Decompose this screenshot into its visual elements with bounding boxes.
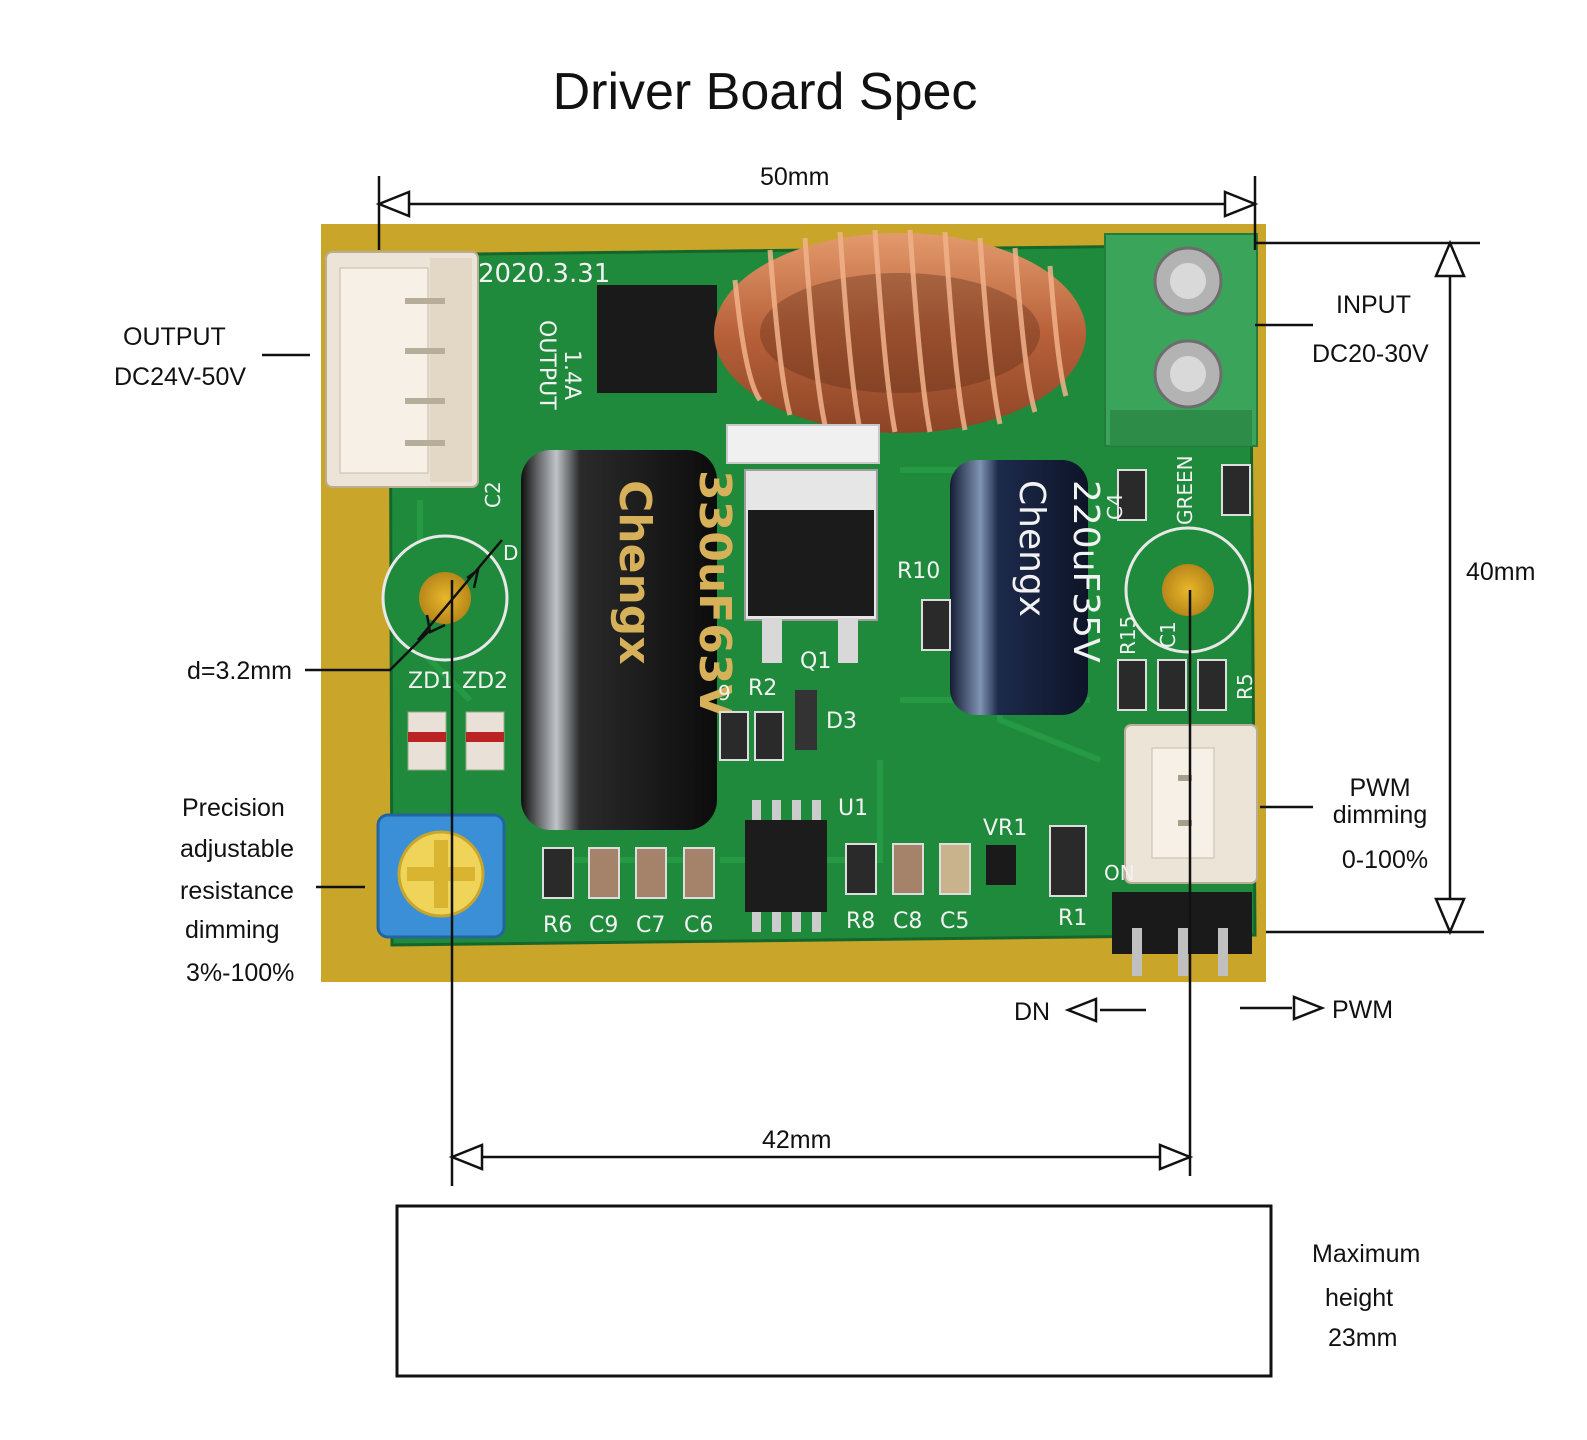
- arrow-dn-head: [1064, 997, 1098, 1023]
- jumper-dn-label: DN: [1014, 998, 1051, 1026]
- dim-42-arrow-right: [1158, 1143, 1194, 1171]
- resistance-dimming-range: 3%-100%: [186, 959, 295, 987]
- silk-on: ON: [1104, 861, 1135, 885]
- silk-rating: 1.4A: [559, 350, 584, 400]
- trim-potentiometer: [376, 813, 506, 939]
- dim-hole-spacing-label: 42mm: [762, 1126, 832, 1154]
- page-title: Driver Board Spec: [552, 63, 978, 121]
- silk-r8: R8: [846, 909, 875, 934]
- mosfet-q1: [744, 469, 878, 663]
- max-height-label-1: Maximum: [1312, 1240, 1421, 1268]
- resistance-dimming-label-3: resistance: [180, 877, 294, 905]
- silk-r6: R6: [543, 913, 572, 938]
- mount-hole-left: [419, 572, 471, 624]
- dim-42-arrow-left: [448, 1143, 484, 1171]
- pwm-dimming-label-2: dimming: [1332, 801, 1428, 829]
- dim-hole-arrow-high: [466, 567, 480, 589]
- arrow-pwm-head: [1292, 995, 1326, 1021]
- cap-small-rating: 220uF35V: [1065, 480, 1106, 663]
- dim-50-arrow-right: [1223, 190, 1259, 218]
- max-height-value: 23mm: [1328, 1324, 1398, 1352]
- resistance-dimming-label-4: dimming: [185, 916, 280, 944]
- silk-r2: R2: [748, 676, 777, 701]
- output-label: OUTPUT: [123, 323, 226, 351]
- silk-r10: R10: [897, 559, 940, 584]
- electrolytic-cap-330uf: 330uF63V Chengx: [521, 450, 740, 830]
- silk-r15: R15: [1116, 616, 1140, 655]
- leader-hole-diameter: [305, 629, 431, 672]
- silk-c9: C9: [589, 913, 618, 938]
- dim-40-arrow-top: [1434, 239, 1466, 278]
- silk-r1: R1: [1058, 906, 1087, 931]
- silk-c1: C1: [1156, 621, 1180, 648]
- cap-big-rating: 330uF63V: [689, 470, 740, 719]
- mount-hole-right: [1162, 564, 1214, 616]
- electrolytic-cap-220uf: 220uF35V Chengx: [950, 460, 1106, 715]
- silk-9: 9: [718, 681, 731, 705]
- output-connector: [325, 251, 479, 488]
- dim-width-label: 50mm: [760, 163, 830, 191]
- dim-50-arrow-left: [375, 190, 411, 218]
- driver-board-photo: 330uF63V Chengx 220uF35V Chengx: [321, 224, 1266, 982]
- toroid-inductor: [714, 229, 1086, 433]
- max-height-box: [395, 1204, 1273, 1378]
- dim-hole-diameter-line: [417, 539, 503, 641]
- silk-q1: Q1: [800, 649, 831, 674]
- input-voltage-label: DC20-30V: [1312, 340, 1429, 368]
- max-height-label-2: height: [1325, 1284, 1394, 1312]
- silk-c8: C8: [893, 909, 922, 934]
- silk-d3: D3: [826, 709, 857, 734]
- dim-40-arrow-bottom: [1434, 897, 1466, 936]
- dim-hole-arrow-low: [425, 614, 446, 634]
- silk-c5: C5: [940, 909, 969, 934]
- input-label: INPUT: [1336, 291, 1411, 319]
- smd-components: [542, 464, 1251, 899]
- input-terminal-block: [1104, 233, 1258, 447]
- ceramic-part: [726, 424, 880, 464]
- silk-green: GREEN: [1173, 455, 1197, 525]
- silk-zd1: ZD1: [408, 669, 454, 694]
- jumper-pwm-label: PWM: [1332, 996, 1394, 1024]
- silk-c2: C2: [481, 481, 505, 508]
- silk-date: 2020.3.31: [478, 259, 610, 289]
- pwm-dimming-label-1: PWM: [1349, 774, 1411, 802]
- output-voltage-label: DC24V-50V: [114, 363, 247, 391]
- resistance-dimming-label-2: adjustable: [180, 835, 294, 863]
- silk-c6: C6: [684, 913, 713, 938]
- silk-zd2: ZD2: [462, 669, 508, 694]
- dim-hole-diameter-label: d=3.2mm: [187, 657, 292, 685]
- silk-output: OUTPUT: [534, 320, 559, 410]
- jumper-header: [1112, 892, 1252, 976]
- dim-height-label: 40mm: [1466, 558, 1536, 586]
- resistance-dimming-label-1: Precision: [182, 794, 285, 822]
- diode-package: [597, 285, 717, 393]
- silk-vr1: VR1: [983, 816, 1027, 841]
- cap-small-brand: Chengx: [1011, 480, 1052, 617]
- silk-u1: U1: [838, 796, 868, 821]
- ic-u1: [745, 800, 827, 932]
- cap-big-brand: Chengx: [609, 480, 660, 665]
- silk-c7: C7: [636, 913, 665, 938]
- pwm-dimming-range: 0-100%: [1341, 846, 1429, 874]
- silk-r5: R5: [1233, 673, 1257, 700]
- silk-d: D: [503, 541, 518, 565]
- silk-c4: C4: [1103, 493, 1127, 520]
- dimension-lines: [262, 176, 1484, 1378]
- silkscreen-labels: 2020.3.31 1.4A OUTPUT ZD1 ZD2 R10 Q1 R2 …: [408, 259, 1257, 938]
